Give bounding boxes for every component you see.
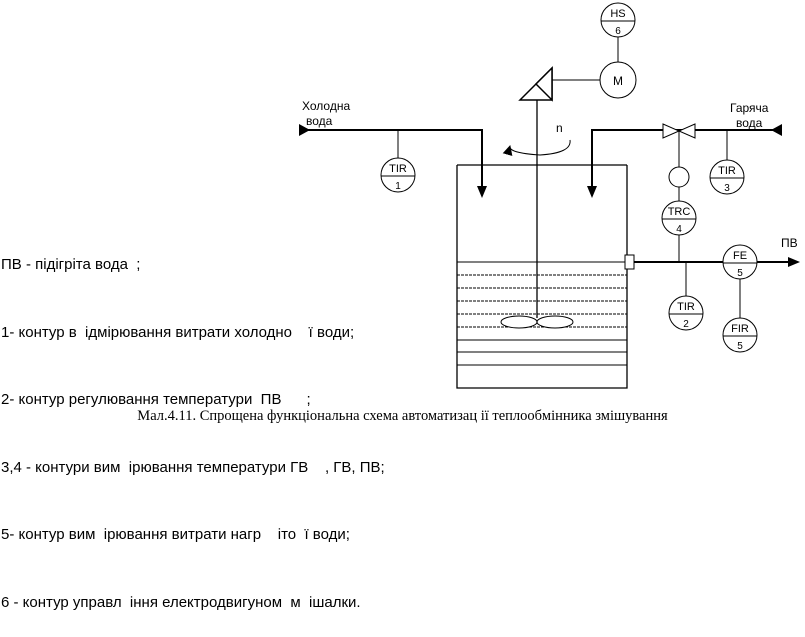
tir3-instrument: TIR 3 bbox=[709, 159, 745, 195]
cold-water-label-1: Холодна bbox=[302, 99, 350, 113]
trc4-instrument: TRC 4 bbox=[661, 200, 697, 236]
svg-text:3: 3 bbox=[724, 183, 730, 194]
hot-water-line bbox=[587, 124, 782, 198]
svg-text:FIR: FIR bbox=[731, 323, 749, 335]
svg-text:5: 5 bbox=[737, 341, 743, 352]
cold-water-label-2: вода bbox=[306, 114, 333, 128]
svg-text:TIR: TIR bbox=[718, 165, 736, 177]
control-valve-icon bbox=[662, 123, 696, 139]
fir5-instrument: FIR 5 bbox=[722, 317, 758, 353]
svg-text:5: 5 bbox=[737, 268, 743, 279]
figure-caption: Мал.4.11. Спрощена функціональна схема а… bbox=[137, 408, 668, 424]
svg-text:TRC: TRC bbox=[668, 206, 691, 218]
svg-text:1: 1 bbox=[395, 181, 401, 192]
cold-water-line bbox=[299, 124, 487, 198]
valve-actuator-icon bbox=[668, 166, 690, 188]
tir1-instrument: TIR 1 bbox=[380, 157, 416, 193]
hs-tag: HS bbox=[610, 8, 625, 20]
svg-text:TIR: TIR bbox=[677, 301, 695, 313]
process-diagram: HS 6 M n Холодна во bbox=[299, 2, 800, 389]
pv-outlet-line bbox=[634, 257, 800, 267]
svg-text:TIR: TIR bbox=[389, 163, 407, 175]
gearbox-icon bbox=[518, 66, 553, 102]
hot-water-label-1: Гаряча bbox=[730, 101, 769, 115]
motor-icon: M bbox=[599, 61, 637, 99]
legend-line: 2- контур регулювання температури ПВ ; bbox=[1, 391, 311, 408]
speed-label: n bbox=[556, 121, 563, 135]
svg-text:2: 2 bbox=[683, 319, 689, 330]
impeller-icon bbox=[500, 315, 574, 329]
fe5-instrument: FE 5 bbox=[722, 244, 758, 280]
motor-label: M bbox=[613, 74, 623, 88]
legend-line: 3,4 - контури вим ірювання температури Г… bbox=[1, 458, 385, 476]
hs-instrument: HS 6 bbox=[600, 2, 636, 38]
outlet-nozzle bbox=[624, 254, 635, 270]
hs-num: 6 bbox=[615, 26, 621, 37]
svg-text:FE: FE bbox=[733, 250, 747, 262]
legend-line: 5- контур вим ірювання витрати нагр іто … bbox=[1, 526, 350, 543]
rotation-arrow-icon bbox=[502, 139, 571, 157]
legend-line: 6 - контур управл іння електродвигуном м… bbox=[1, 593, 361, 611]
legend-line: ПВ - підігріта вода ; bbox=[1, 256, 141, 273]
hot-water-label-2: вода bbox=[736, 116, 763, 130]
tir2-instrument: TIR 2 bbox=[668, 295, 704, 331]
pv-out-label: ПВ bbox=[781, 236, 798, 250]
svg-text:4: 4 bbox=[676, 224, 682, 235]
legend-line: 1- контур в ідмірювання витрати холодно … bbox=[1, 323, 355, 341]
tank bbox=[456, 164, 628, 389]
